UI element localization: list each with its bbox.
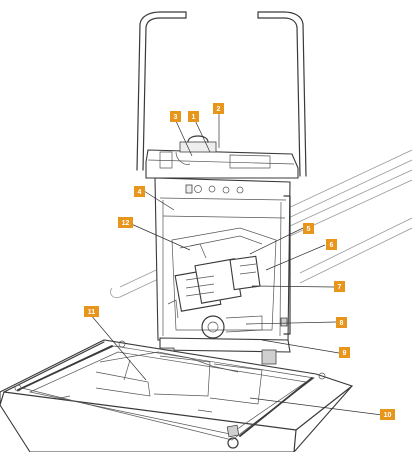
callout-5: 5	[303, 223, 314, 234]
svg-text:12: 12	[122, 220, 130, 227]
svg-text:8: 8	[340, 320, 344, 327]
svg-text:1: 1	[192, 114, 196, 121]
drive-mechanism	[167, 227, 277, 339]
callout-9: 9	[339, 347, 350, 358]
leader-lines	[89, 111, 383, 416]
callout-4: 4	[134, 186, 145, 197]
top-console	[145, 135, 299, 179]
svg-text:10: 10	[384, 412, 392, 419]
svg-text:9: 9	[343, 350, 347, 357]
callout-1: 1	[188, 111, 199, 122]
svg-text:6: 6	[330, 242, 334, 249]
left-arm	[136, 11, 187, 171]
platform	[0, 339, 353, 452]
callout-6: 6	[326, 239, 337, 250]
svg-text:11: 11	[88, 309, 96, 316]
callout-7: 7	[334, 281, 345, 292]
callout-8: 8	[336, 317, 347, 328]
svg-text:7: 7	[338, 284, 342, 291]
right-arm	[257, 11, 307, 177]
svg-text:3: 3	[174, 114, 178, 121]
callout-12: 12	[118, 217, 133, 228]
callout-2: 2	[213, 103, 224, 114]
svg-text:2: 2	[217, 106, 221, 113]
callout-3: 3	[170, 111, 181, 122]
svg-text:5: 5	[307, 226, 311, 233]
callout-10: 10	[380, 409, 395, 420]
callout-11: 11	[84, 306, 99, 317]
svg-text:4: 4	[138, 189, 142, 196]
